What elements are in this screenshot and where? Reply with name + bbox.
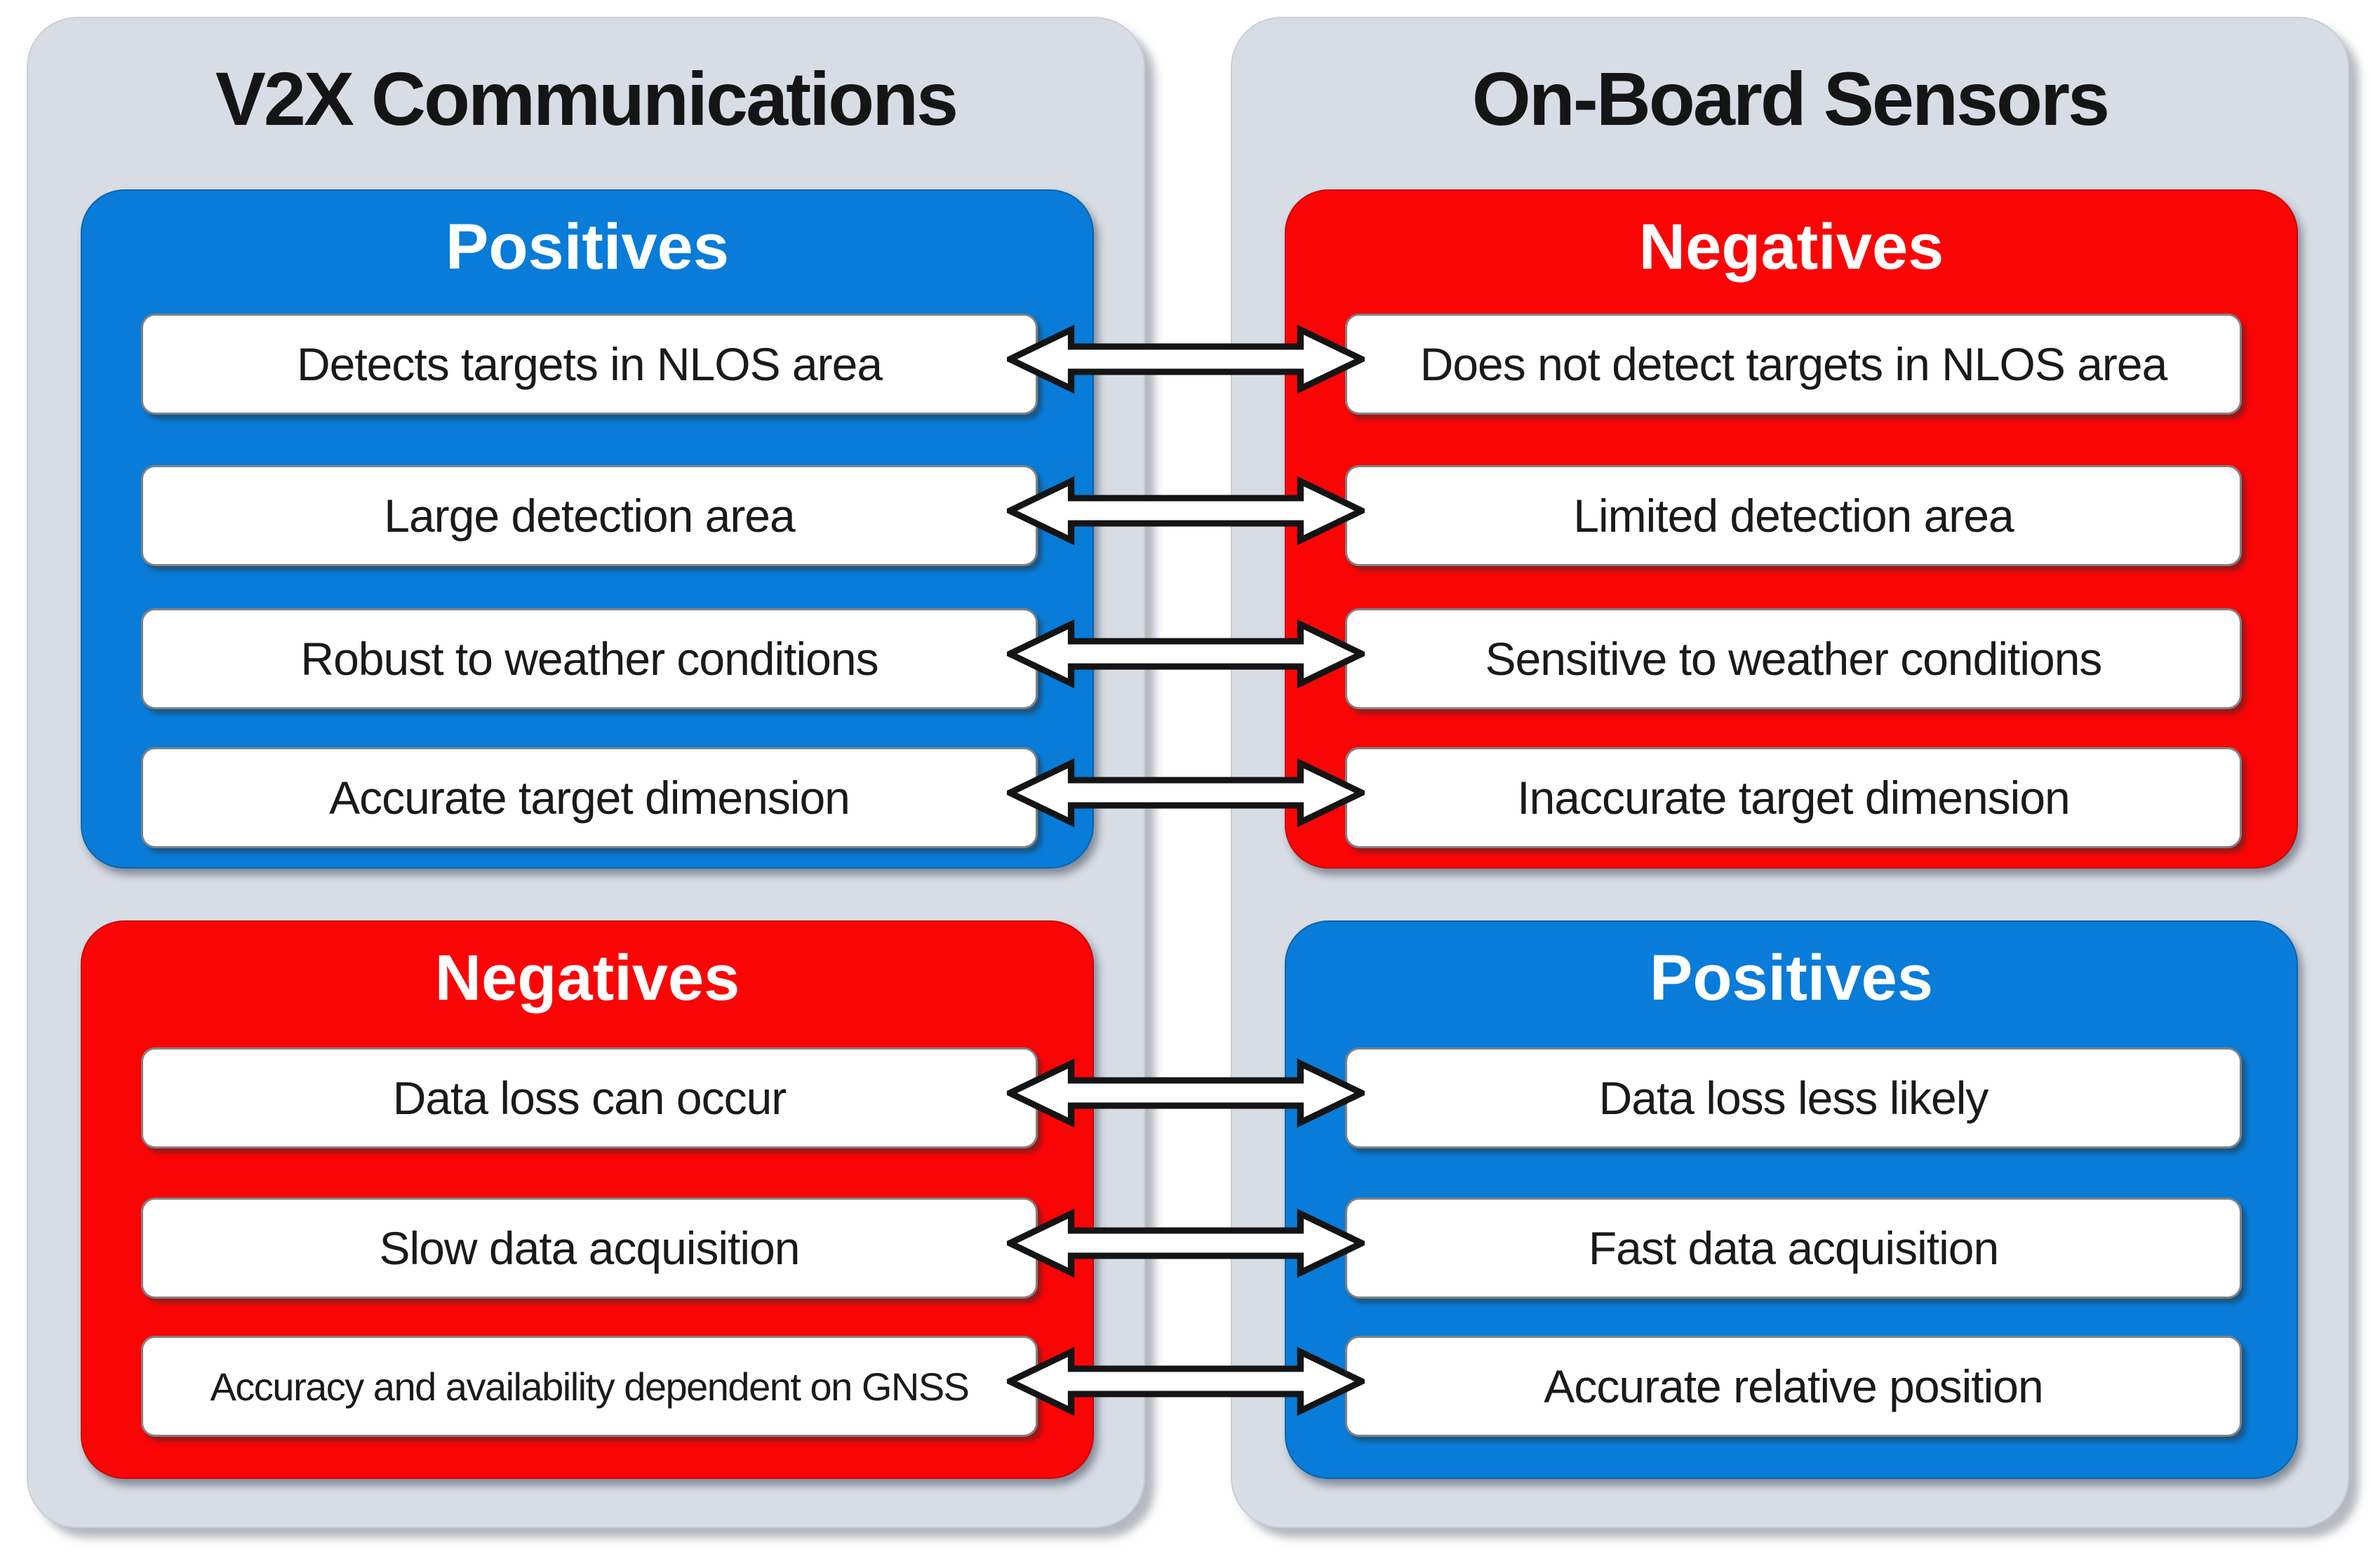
- panel-onboard-positives: Positives Data loss less likely Fast dat…: [1285, 920, 2298, 1479]
- double-arrow-icon: [1007, 1345, 1365, 1418]
- panel-header-positives: Positives: [1650, 942, 1933, 1014]
- column-v2x: V2X Communications Positives Detects tar…: [27, 17, 1145, 1528]
- item-box: Large detection area: [141, 465, 1038, 566]
- item-box: Accurate target dimension: [141, 747, 1038, 848]
- item-box: Detects targets in NLOS area: [141, 314, 1038, 415]
- item-box: Slow data acquisition: [141, 1198, 1038, 1299]
- column-title-v2x: V2X Communications: [215, 56, 958, 141]
- item-box: Sensitive to weather conditions: [1345, 608, 2242, 709]
- item-box: Fast data acquisition: [1345, 1198, 2242, 1299]
- item-box: Limited detection area: [1345, 465, 2242, 566]
- panel-header-negatives: Negatives: [434, 942, 740, 1014]
- panel-header-negatives: Negatives: [1638, 211, 1944, 283]
- double-arrow-icon: [1007, 617, 1365, 690]
- item-box: Accurate relative position: [1345, 1336, 2242, 1437]
- item-box: Data loss can occur: [141, 1047, 1038, 1148]
- item-box: Data loss less likely: [1345, 1047, 2242, 1148]
- item-box: Inaccurate target dimension: [1345, 747, 2242, 848]
- panel-header-positives: Positives: [446, 211, 729, 283]
- panel-v2x-negatives: Negatives Data loss can occur Slow data …: [81, 920, 1094, 1479]
- panel-onboard-negatives: Negatives Does not detect targets in NLO…: [1285, 189, 2298, 869]
- item-box: Does not detect targets in NLOS area: [1345, 314, 2242, 415]
- double-arrow-icon: [1007, 323, 1365, 396]
- item-box: Accuracy and availability dependent on G…: [141, 1336, 1038, 1437]
- item-box: Robust to weather conditions: [141, 608, 1038, 709]
- column-onboard-sensors: On-Board Sensors Negatives Does not dete…: [1231, 17, 2349, 1528]
- double-arrow-icon: [1007, 1207, 1365, 1280]
- double-arrow-icon: [1007, 1057, 1365, 1130]
- double-arrow-icon: [1007, 474, 1365, 547]
- double-arrow-icon: [1007, 756, 1365, 829]
- column-title-onboard: On-Board Sensors: [1471, 56, 2110, 141]
- panel-v2x-positives: Positives Detects targets in NLOS area L…: [81, 189, 1094, 869]
